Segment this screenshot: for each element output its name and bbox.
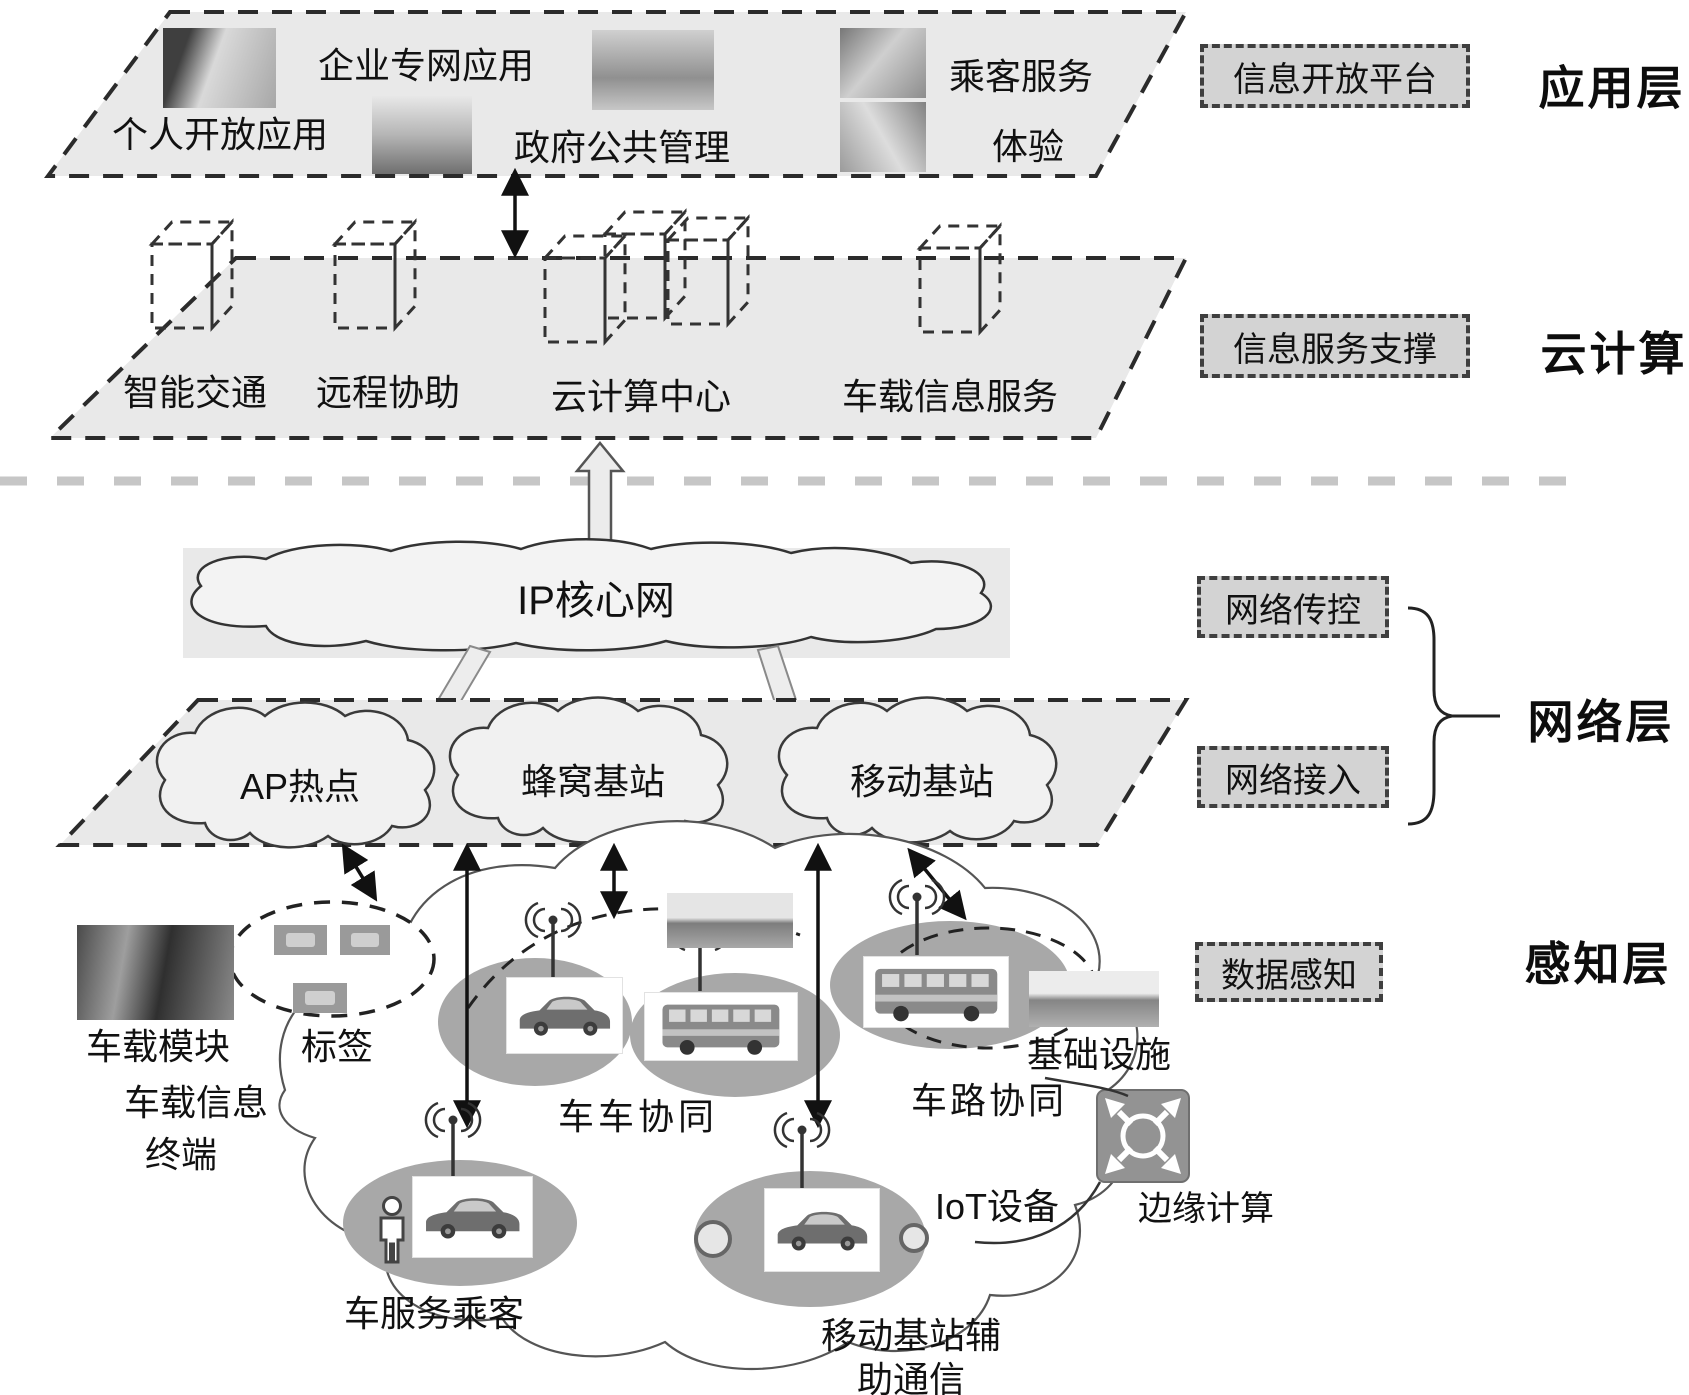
- photo-v2v-car: [507, 978, 622, 1053]
- title-perception-layer: 感知层: [1524, 938, 1672, 990]
- label-smart-traffic: 智能交通: [122, 372, 268, 413]
- label-vehicle-module: 车载模块: [85, 1026, 231, 1067]
- label-enterprise-app: 企业专网应用: [317, 45, 535, 86]
- label-mobile-bs: 移动基站: [849, 761, 995, 802]
- label-cellular-bs: 蜂窝基站: [520, 761, 666, 802]
- photo-passengers-bottom: [840, 102, 926, 172]
- label-remote-assist: 远程协助: [315, 372, 461, 413]
- tag-network-transport-control: 网络传控: [1197, 576, 1389, 638]
- label-vehicle-info-terminal-2: 终端: [144, 1134, 218, 1175]
- label-ip-core-network: IP核心网: [517, 579, 675, 623]
- network-layer-brace: [1407, 606, 1453, 826]
- photo-passengers-top: [840, 28, 926, 98]
- tag-data-perception: 数据感知: [1195, 942, 1383, 1002]
- edge-cloud-connector: [974, 1181, 1102, 1245]
- label-vehicle-info-service: 车载信息服务: [841, 376, 1059, 417]
- label-passenger-service-2: 体验: [991, 126, 1065, 167]
- photo-v2i-bus: [864, 957, 1008, 1027]
- label-v2i-coordination: 车路协同: [910, 1080, 1068, 1121]
- label-ap-hotspot: AP热点: [239, 766, 361, 807]
- edge-computing-router-icon: [1096, 1089, 1190, 1183]
- label-vehicle-service-passenger: 车服务乘客: [343, 1293, 525, 1334]
- photo-landscape-v2i: [1029, 971, 1159, 1027]
- tag-network-access: 网络接入: [1197, 746, 1389, 808]
- photo-person-computer: [163, 28, 276, 108]
- arrow-ap-tags: [341, 843, 378, 902]
- photo-v2v-bus: [645, 993, 797, 1060]
- photo-service-car: [413, 1177, 532, 1257]
- label-iot-device: IoT设备: [934, 1186, 1060, 1227]
- label-edge-computing: 边缘计算: [1138, 1190, 1274, 1228]
- infra-edge-connector: [1044, 1076, 1129, 1098]
- photo-rfid-tag-1: [274, 925, 327, 955]
- label-rfid-tag: 标签: [300, 1026, 374, 1067]
- iot-device-circle: [899, 1223, 929, 1253]
- label-mobile-bs-assist-2: 助通信: [856, 1359, 966, 1395]
- photo-mobile-assist-car: [765, 1189, 879, 1271]
- tag-info-service-support: 信息服务支撑: [1200, 314, 1470, 378]
- label-government-app: 政府公共管理: [513, 127, 731, 168]
- label-infrastructure: 基础设施: [1026, 1034, 1172, 1075]
- label-personal-app: 个人开放应用: [111, 114, 329, 155]
- tag-info-open-platform: 信息开放平台: [1200, 44, 1470, 108]
- photo-dome-building: [372, 96, 472, 174]
- photo-rfid-tag-2: [340, 925, 390, 955]
- photo-landscape-v2v: [667, 893, 793, 948]
- title-network-layer: 网络层: [1527, 696, 1675, 748]
- photo-car-dashboard: [77, 925, 234, 1020]
- label-mobile-bs-assist-1: 移动基站辅: [820, 1315, 1002, 1356]
- title-cloud-computing: 云计算: [1540, 328, 1688, 380]
- title-application-layer: 应用层: [1538, 62, 1686, 114]
- label-cloud-center: 云计算中心: [550, 376, 732, 417]
- iot-device-circle: [694, 1220, 732, 1258]
- label-v2v-coordination: 车车协同: [557, 1096, 719, 1137]
- photo-office-building: [592, 30, 714, 110]
- label-passenger-service-1: 乘客服务: [948, 56, 1094, 97]
- label-vehicle-info-terminal-1: 车载信息: [123, 1082, 269, 1123]
- photo-rfid-tag-3: [293, 983, 347, 1013]
